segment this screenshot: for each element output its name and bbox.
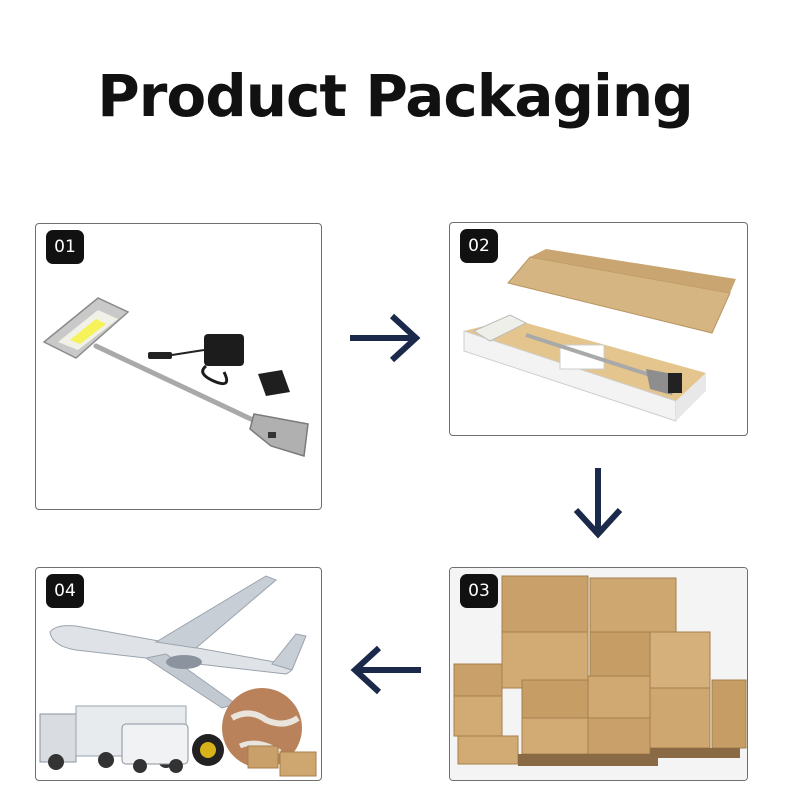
arrow-left-icon <box>350 645 421 695</box>
step-number-badge: 03 <box>460 574 498 608</box>
led-light-product-image <box>42 297 309 457</box>
shipping-transport-image <box>39 575 317 777</box>
step-card-02: 02 <box>449 222 748 436</box>
stacked-cartons-image <box>450 568 747 780</box>
step-number-badge: 01 <box>46 230 84 264</box>
step-card-03: 03 <box>449 567 748 781</box>
step-number-badge: 02 <box>460 229 498 263</box>
step-card-04: 04 <box>35 567 322 781</box>
page-title: Product Packaging <box>97 62 693 130</box>
arrow-right-icon <box>350 313 421 363</box>
arrow-down-icon <box>573 468 623 539</box>
boxed-light-product-image <box>463 249 736 422</box>
step-card-01: 01 <box>35 223 322 510</box>
step-number-badge: 04 <box>46 574 84 608</box>
